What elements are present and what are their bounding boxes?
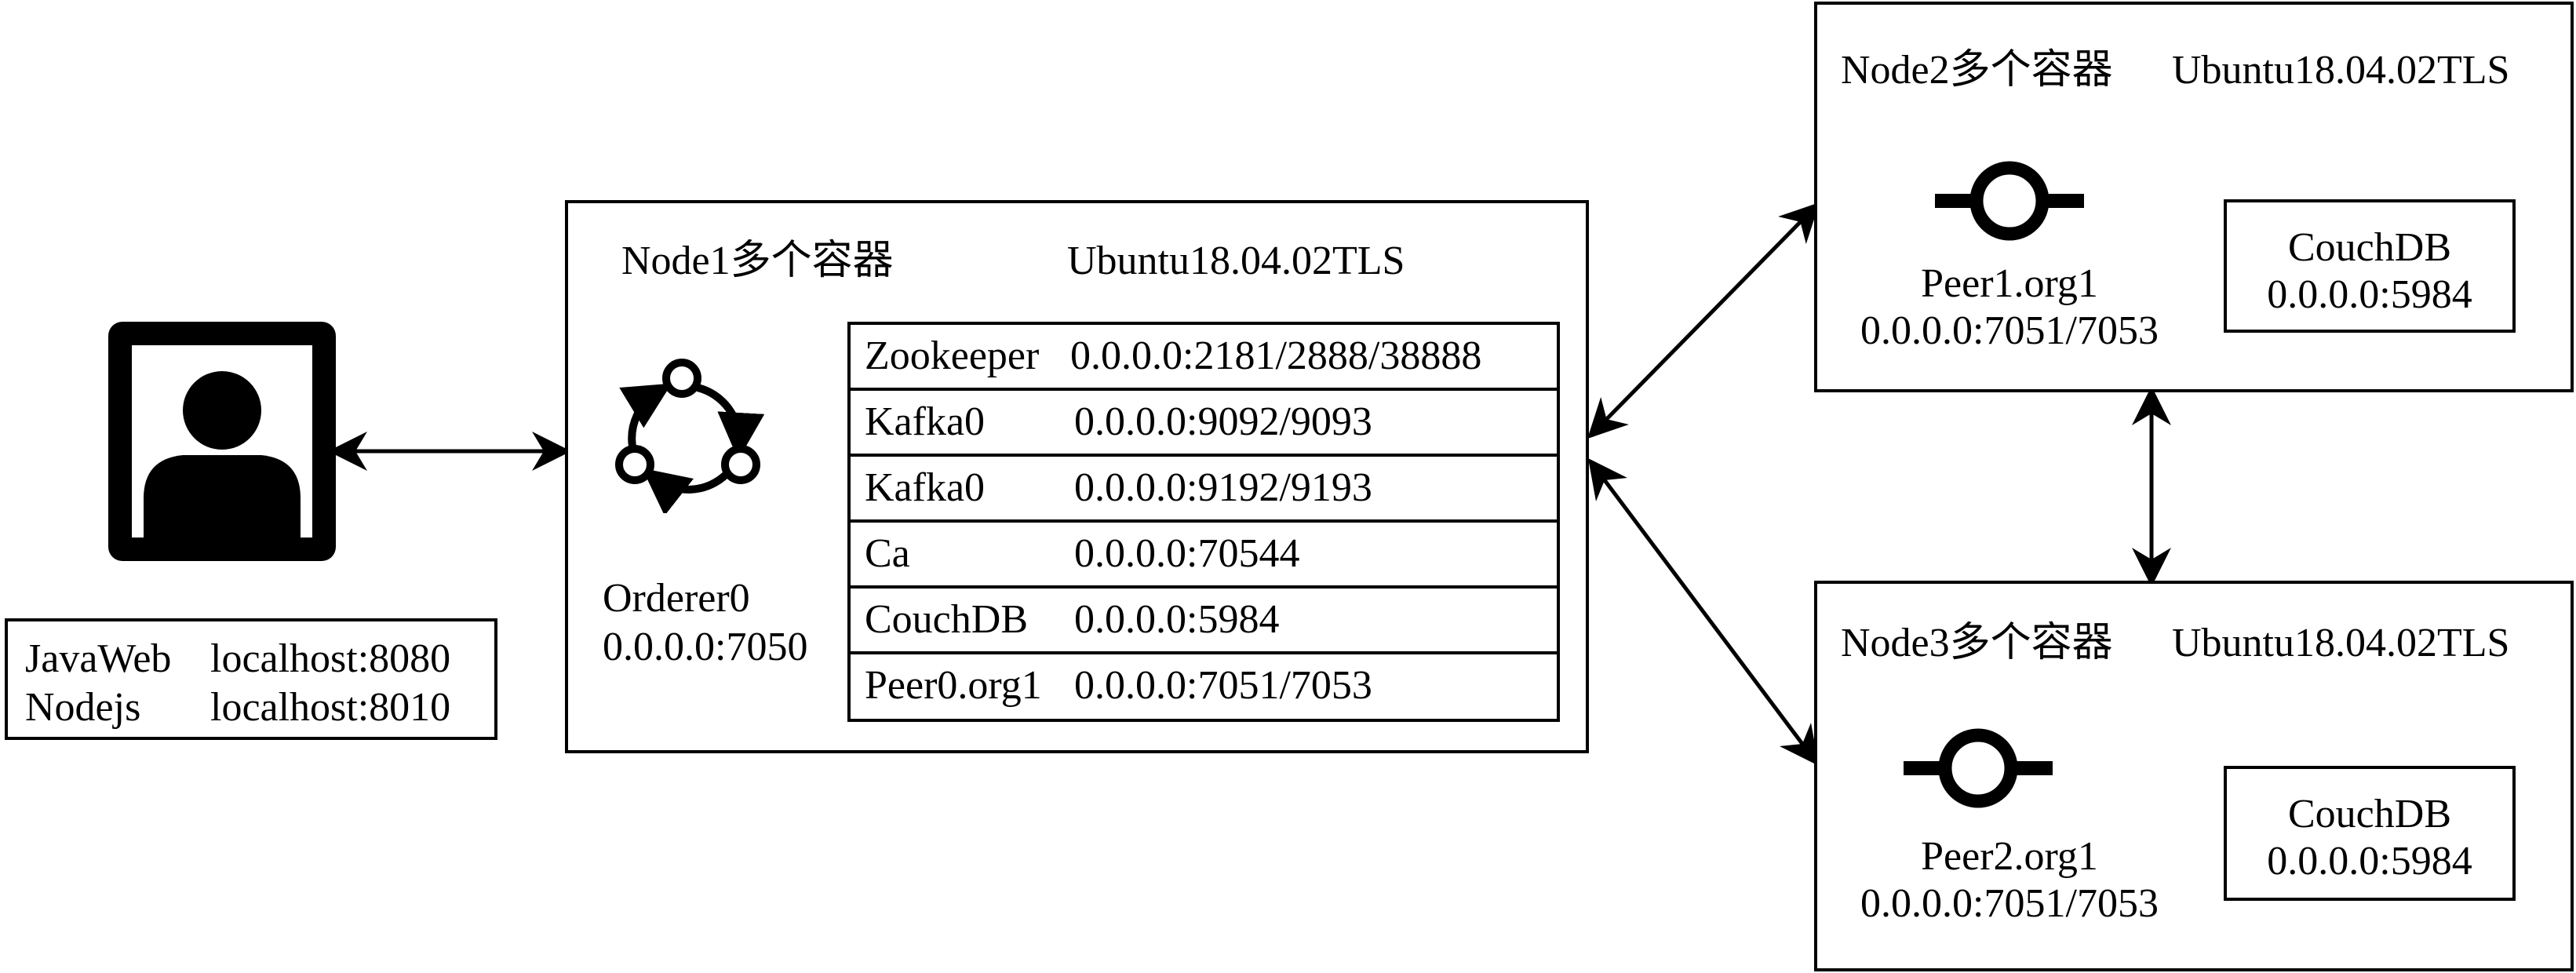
client-line1-name: JavaWeb [25, 636, 172, 681]
couchdb-address: 0.0.0.0:5984 [2267, 839, 2472, 884]
client-info-box: JavaWeb localhost:8080 Nodejs localhost:… [5, 618, 497, 740]
service-address: 0.0.0.0:5984 [1074, 597, 1280, 642]
table-row: Ca 0.0.0.0:70544 [851, 523, 1557, 589]
node3-title: Node3多个容器 [1841, 621, 2113, 665]
peer-node-icon [1935, 158, 2084, 244]
node3-couchdb-box: CouchDB 0.0.0.0:5984 [2224, 766, 2516, 901]
couchdb-address: 0.0.0.0:5984 [2267, 272, 2472, 317]
peer2-address: 0.0.0.0:7051/7053 [1860, 881, 2159, 926]
service-name: Ca [865, 531, 910, 576]
client-line2-name: Nodejs [25, 685, 141, 730]
peer2-name: Peer2.org1 [1921, 834, 2098, 879]
user-portrait-icon [108, 322, 336, 561]
service-name: CouchDB [865, 597, 1028, 642]
couchdb-name: CouchDB [2288, 792, 2451, 836]
node3-box: Node3多个容器 Ubuntu18.04.02TLS Peer2.org1 0… [1814, 581, 2574, 971]
service-name: Peer0.org1 [865, 663, 1042, 708]
table-row: Peer0.org1 0.0.0.0:7051/7053 [851, 654, 1557, 720]
client-line1-address: localhost:8080 [210, 636, 451, 681]
node1-services-table: Zookeeper 0.0.0.0:2181/2888/38888 Kafka0… [847, 322, 1560, 722]
service-address: 0.0.0.0:9192/9193 [1074, 465, 1372, 510]
node2-title: Node2多个容器 [1841, 48, 2113, 93]
peer-node-icon [1904, 725, 2053, 811]
node3-os: Ubuntu18.04.02TLS [2172, 621, 2510, 665]
table-row: CouchDB 0.0.0.0:5984 [851, 589, 1557, 654]
orderer-cycle-icon [615, 356, 764, 513]
couchdb-name: CouchDB [2288, 225, 2451, 270]
orderer-address: 0.0.0.0:7050 [603, 625, 808, 669]
arrow-node1-node3 [1588, 458, 1819, 766]
service-address: 0.0.0.0:9092/9093 [1074, 399, 1372, 444]
peer1-name: Peer1.org1 [1921, 261, 2098, 306]
arrow-node1-node2 [1587, 202, 1820, 439]
node2-box: Node2多个容器 Ubuntu18.04.02TLS Peer1.org1 0… [1814, 2, 2574, 392]
peer1-address: 0.0.0.0:7051/7053 [1860, 308, 2159, 353]
node2-os: Ubuntu18.04.02TLS [2172, 48, 2510, 93]
table-row: Kafka0 0.0.0.0:9192/9193 [851, 457, 1557, 523]
table-row: Kafka0 0.0.0.0:9092/9093 [851, 391, 1557, 457]
node1-os: Ubuntu18.04.02TLS [1067, 239, 1405, 283]
table-row: Zookeeper 0.0.0.0:2181/2888/38888 [851, 325, 1557, 391]
node2-couchdb-box: CouchDB 0.0.0.0:5984 [2224, 199, 2516, 333]
client-line2-address: localhost:8010 [210, 685, 451, 730]
orderer-name: Orderer0 [603, 576, 750, 621]
node1-title: Node1多个容器 [621, 239, 894, 283]
service-name: Zookeeper [865, 333, 1040, 378]
service-address: 0.0.0.0:2181/2888/38888 [1070, 333, 1482, 378]
service-name: Kafka0 [865, 399, 986, 444]
service-address: 0.0.0.0:70544 [1074, 531, 1300, 576]
service-address: 0.0.0.0:7051/7053 [1074, 663, 1372, 708]
service-name: Kafka0 [865, 465, 986, 510]
